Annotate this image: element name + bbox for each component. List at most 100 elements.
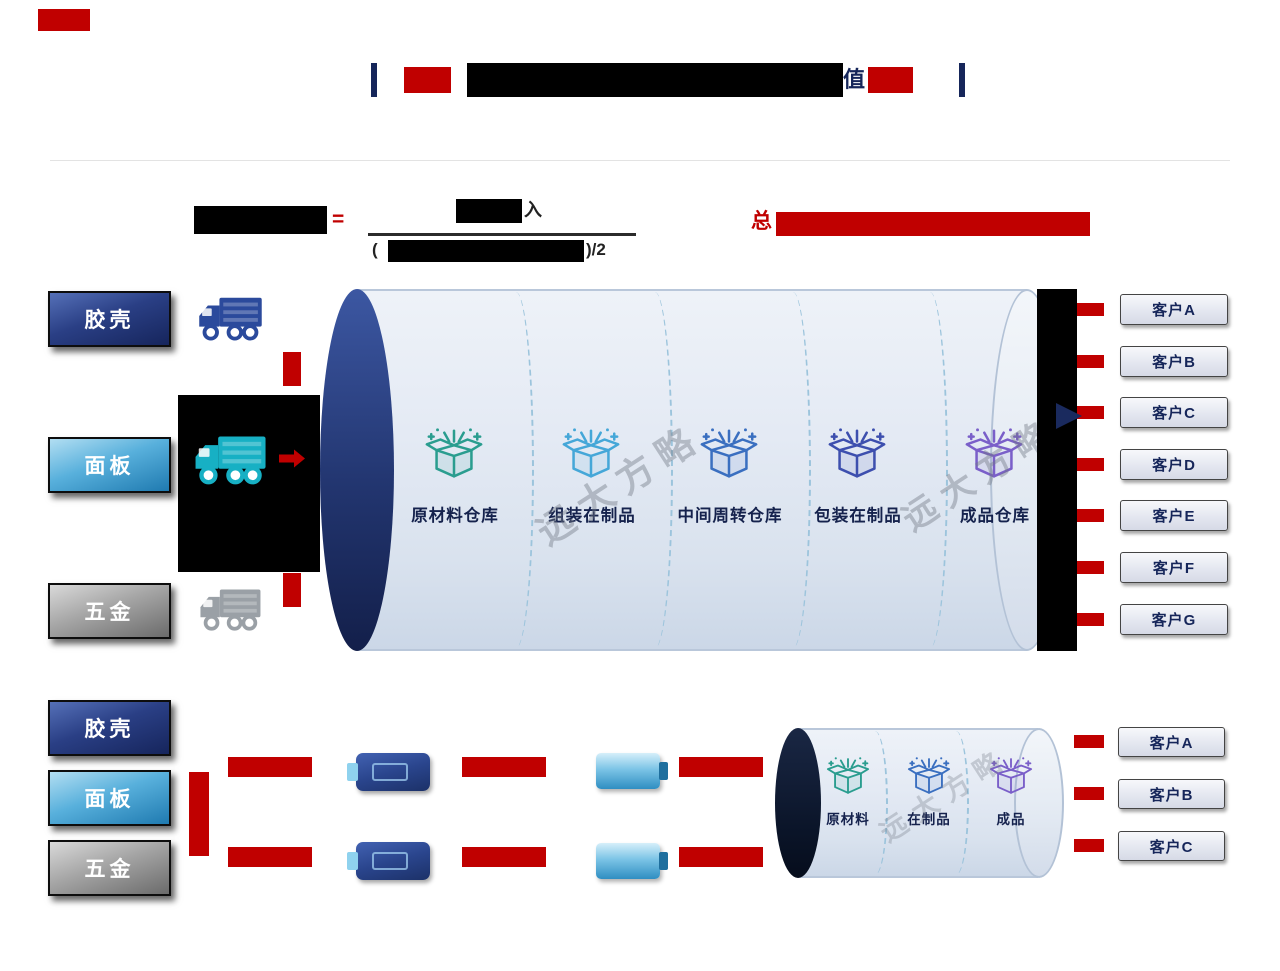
title-redaction-black — [467, 63, 843, 97]
customer-label: 客户C — [1152, 405, 1196, 422]
customer-label: 客户C — [1149, 838, 1194, 856]
component-slot — [372, 852, 408, 870]
section-heading-prefix: 总 — [751, 210, 772, 233]
customer-box: 客户A — [1120, 294, 1228, 325]
flow-bar-red — [462, 847, 546, 867]
warehouse-label: 原材料 — [826, 812, 870, 827]
supplier-box-top-2: 面板 — [48, 437, 171, 493]
customer-box: 客户B — [1118, 779, 1225, 809]
warehouse-label: 原材料仓库 — [411, 507, 499, 525]
section-divider-dashed — [775, 292, 811, 648]
supplier-box-bottom-1: 胶壳 — [48, 700, 171, 756]
section-divider-dashed — [862, 731, 888, 875]
inbound-arrow-icon — [279, 449, 305, 468]
component-pin — [347, 763, 358, 781]
customer-box: 客户D — [1120, 449, 1228, 480]
warehouse-cylinder-cap-left — [320, 289, 394, 651]
flow-bar-red — [679, 847, 763, 867]
title-accent-right — [868, 67, 913, 93]
customer-box: 客户C — [1120, 397, 1228, 428]
flow-bar-red — [679, 757, 763, 777]
supplier-label: 五金 — [84, 858, 135, 881]
open-box-icon — [700, 427, 758, 478]
customer-label: 客户E — [1152, 508, 1196, 525]
supplier-label: 胶壳 — [84, 309, 135, 332]
flow-bar-red — [228, 847, 312, 867]
formula-equals: = — [332, 208, 345, 231]
header-divider — [50, 160, 1230, 161]
supplier-box-top-1: 胶壳 — [48, 291, 171, 347]
customer-arrow-red — [1074, 561, 1104, 574]
component-pin — [347, 852, 358, 870]
supplier-box-bottom-2: 面板 — [48, 770, 171, 826]
truck-icon — [197, 295, 264, 341]
customer-label: 客户A — [1152, 302, 1196, 319]
open-box-icon — [828, 427, 886, 478]
customer-arrow-red — [1074, 458, 1104, 471]
battery-icon — [596, 753, 668, 789]
fraction-line — [368, 233, 636, 236]
open-box-icon — [562, 427, 620, 478]
warehouse-label: 中间周转仓库 — [677, 507, 783, 525]
open-box-icon — [425, 427, 483, 478]
formula-numerator-suffix: 入 — [524, 200, 542, 220]
flow-bar-red — [228, 757, 312, 777]
open-box-icon — [826, 756, 870, 794]
component-slot — [372, 763, 408, 781]
battery-icon — [596, 843, 668, 879]
customer-label: 客户A — [1149, 734, 1194, 752]
section-divider-dashed — [498, 292, 534, 648]
warehouse-label: 组装在制品 — [548, 507, 636, 525]
flow-bar-red — [462, 757, 546, 777]
customer-label: 客户F — [1152, 560, 1196, 577]
formula-denominator-suffix: )/2 — [586, 240, 606, 259]
battery-terminal — [659, 852, 668, 870]
supplier-label: 面板 — [84, 455, 135, 478]
open-box-icon — [907, 756, 951, 794]
customer-box: 客户A — [1118, 727, 1225, 757]
section-heading-red-redaction — [776, 212, 1090, 236]
component-icon — [347, 842, 430, 880]
warehouse-label: 包装在制品 — [814, 507, 902, 525]
open-box-icon — [965, 427, 1023, 478]
customer-box: 客户G — [1120, 604, 1228, 635]
cylinder-right-redaction — [1037, 289, 1077, 651]
truck-icon — [198, 587, 263, 631]
customer-box: 客户E — [1120, 500, 1228, 531]
open-box-icon — [989, 756, 1033, 794]
customer-arrow-red — [1074, 787, 1104, 800]
battery-terminal — [659, 762, 668, 780]
warehouse-label: 成品 — [996, 812, 1026, 827]
page-title-suffix: 值 — [843, 67, 866, 92]
flow-bar-red-vertical — [189, 772, 209, 856]
supplier-box-top-3: 五金 — [48, 583, 171, 639]
customer-arrow-red — [1074, 355, 1104, 368]
section-divider-dashed — [912, 292, 948, 648]
customer-arrow-red — [1074, 735, 1104, 748]
supplier-label: 五金 — [84, 601, 135, 624]
inbound-flow-red-mark — [283, 573, 301, 607]
supplier-label: 胶壳 — [84, 718, 135, 741]
customer-arrow-red — [1074, 613, 1104, 626]
small-cylinder-body — [798, 728, 1038, 878]
outflow-arrow-icon — [1056, 403, 1082, 429]
small-cylinder-cap-left — [775, 728, 821, 878]
title-right-bar — [959, 63, 965, 97]
formula-denominator-prefix: ( — [372, 240, 378, 259]
component-icon — [347, 753, 430, 791]
supplier-label: 面板 — [84, 788, 135, 811]
customer-label: 客户B — [1149, 786, 1194, 804]
customer-arrow-red — [1074, 303, 1104, 316]
customer-label: 客户G — [1151, 612, 1197, 629]
customer-arrow-red — [1074, 839, 1104, 852]
formula-label-redaction — [194, 206, 327, 234]
inbound-flow-red-mark — [283, 352, 301, 386]
formula-numerator-redaction — [456, 199, 522, 223]
title-left-bar — [371, 63, 377, 97]
supplier-box-bottom-3: 五金 — [48, 840, 171, 896]
section-divider-dashed — [943, 731, 969, 875]
logo-redacted-block — [38, 9, 90, 31]
warehouse-label: 在制品 — [907, 812, 951, 827]
customer-box: 客户F — [1120, 552, 1228, 583]
customer-arrow-red — [1074, 509, 1104, 522]
